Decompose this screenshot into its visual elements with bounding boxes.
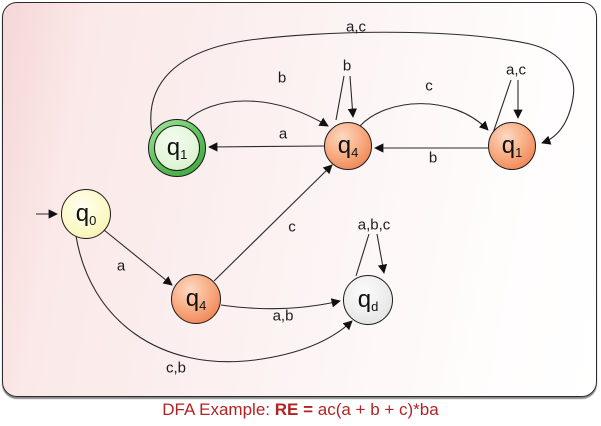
edge-label-c-q4low-to-q4: c bbox=[288, 218, 296, 236]
state-q1-accepting-inner-circle: q1 bbox=[154, 125, 200, 171]
edge-label-ab-q4-to-qd: a,b bbox=[272, 307, 294, 325]
caption-title: DFA Example: bbox=[162, 400, 270, 419]
edge-label-b-q1-to-q4: b bbox=[428, 149, 438, 167]
caption: DFA Example: RE = ac(a + b + c)*ba bbox=[0, 400, 601, 420]
state-q1-accepting-label: q1 bbox=[166, 134, 188, 162]
edge-label-a-q4-to-green: a bbox=[278, 125, 288, 143]
state-q1-right: q1 bbox=[488, 122, 536, 170]
state-q4-top: q4 bbox=[324, 122, 372, 170]
edge-label-b-green-to-q4: b bbox=[277, 69, 287, 87]
edge-label-a-q0-to-q4: a bbox=[116, 257, 126, 275]
state-q0-start: q0 bbox=[61, 189, 111, 239]
edge-label-c-q4-to-q1: c bbox=[425, 77, 433, 95]
edge-label-cb-q0-to-qd: c,b bbox=[165, 359, 187, 377]
state-q0-start-label: q0 bbox=[75, 200, 97, 228]
state-q4-top-label: q4 bbox=[337, 132, 359, 160]
caption-re-value: ac(a + b + c)*ba bbox=[317, 400, 439, 419]
state-qd-dead-label: qd bbox=[357, 286, 379, 314]
state-q4-lower-label: q4 bbox=[185, 285, 207, 313]
state-q1-accepting: q1 bbox=[148, 119, 206, 177]
caption-re-label: RE = bbox=[274, 400, 314, 419]
edge-label-ac-top: a,c bbox=[345, 18, 367, 36]
edge-label-ac-q1-loop: a,c bbox=[505, 61, 527, 79]
edge-label-b-q4-loop: b bbox=[342, 57, 352, 75]
state-qd-dead: qd bbox=[343, 275, 393, 325]
edge-label-abc-qd-loop: a,b,c bbox=[357, 216, 391, 234]
state-q4-lower: q4 bbox=[171, 274, 221, 324]
state-q1-right-label: q1 bbox=[501, 132, 523, 160]
